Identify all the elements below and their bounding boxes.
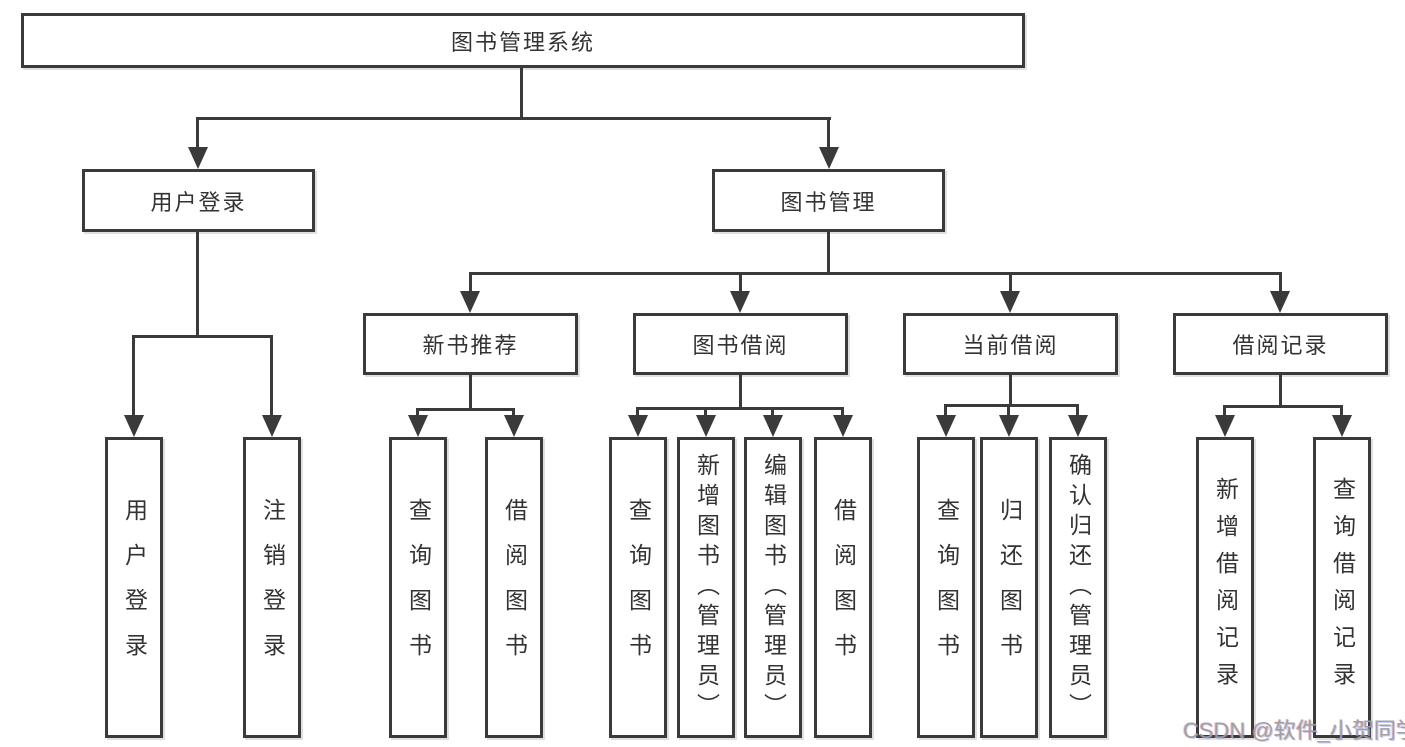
leaf-edit-books-admin: 编辑图书（管理员） (744, 437, 802, 738)
arrow-down-icon (1270, 291, 1290, 313)
connector-login-drop-1 (132, 335, 135, 417)
connector-current-stem (1009, 375, 1012, 404)
arrow-down-icon (1000, 291, 1020, 313)
arrow-down-icon (833, 415, 853, 437)
connector-records-drop-2 (1340, 405, 1343, 417)
connector-mgmt-drop-1 (469, 272, 472, 293)
arrow-down-icon (730, 291, 750, 313)
node-root-label: 图书管理系统 (450, 29, 595, 55)
arrow-down-icon (124, 415, 144, 437)
leaf-logout: 注销登录 (243, 437, 301, 738)
leaf-query-books-recommend-label: 查询图书 (405, 497, 432, 678)
arrow-down-icon (504, 415, 524, 437)
leaf-logout-label: 注销登录 (259, 497, 286, 678)
connector-borrow-stem (739, 375, 742, 407)
node-book-management-label: 图书管理 (780, 189, 877, 215)
leaf-return-books: 归还图书 (980, 437, 1038, 738)
connector-borrow-drop-1 (636, 407, 639, 417)
arrow-down-icon (763, 415, 783, 437)
connector-borrow-drop-3 (771, 407, 774, 417)
connector-root-drop-right (827, 117, 830, 150)
arrow-down-icon (696, 415, 716, 437)
arrow-down-icon (188, 147, 208, 169)
leaf-query-books-borrow-label: 查询图书 (625, 497, 652, 678)
connector-records-drop-1 (1223, 405, 1226, 417)
node-current-borrow-label: 当前借阅 (962, 333, 1059, 358)
leaf-user-login-label: 用户登录 (121, 497, 148, 678)
leaf-user-login: 用户登录 (105, 437, 163, 738)
leaf-query-books-current-label: 查询图书 (933, 497, 960, 678)
connector-current-drop-2 (1007, 404, 1010, 417)
leaf-confirm-return-admin-label: 确认归还（管理员） (1065, 452, 1092, 723)
connector-mgmt-drop-2 (739, 272, 742, 293)
connector-root-stem (520, 68, 523, 117)
connector-login-bar (134, 335, 272, 338)
leaf-add-books-admin-label: 新增图书（管理员） (693, 452, 720, 723)
connector-current-drop-1 (944, 404, 947, 417)
node-user-login: 用户登录 (82, 169, 315, 232)
arrow-down-icon (628, 415, 648, 437)
connector-current-drop-3 (1076, 404, 1079, 417)
leaf-add-books-admin: 新增图书（管理员） (677, 437, 735, 738)
connector-login-stem (196, 232, 199, 335)
leaf-borrow-books: 借阅图书 (814, 437, 872, 738)
arrow-down-icon (408, 415, 428, 437)
connector-recommend-drop-2 (512, 408, 515, 417)
leaf-borrow-books-recommend: 借阅图书 (485, 437, 543, 738)
connector-login-drop-2 (270, 335, 273, 417)
leaf-add-borrow-record: 新增借阅记录 (1196, 437, 1254, 738)
node-book-borrow: 图书借阅 (633, 313, 848, 375)
arrow-down-icon (1332, 415, 1352, 437)
connector-borrow-drop-2 (704, 407, 707, 417)
arrow-down-icon (819, 147, 839, 169)
connector-mgmt-drop-4 (1279, 272, 1282, 293)
node-borrow-records-label: 借阅记录 (1232, 333, 1329, 358)
connector-records-stem (1279, 375, 1282, 405)
connector-borrow-drop-4 (841, 407, 844, 417)
leaf-query-books-borrow: 查询图书 (609, 437, 667, 738)
connector-mgmt-drop-3 (1009, 272, 1012, 293)
leaf-borrow-books-label: 借阅图书 (830, 497, 857, 678)
connector-borrow-bar (638, 407, 843, 410)
leaf-query-borrow-record: 查询借阅记录 (1313, 437, 1371, 738)
node-borrow-records: 借阅记录 (1173, 313, 1388, 375)
leaf-query-borrow-record-label: 查询借阅记录 (1329, 476, 1356, 699)
arrow-down-icon (1068, 415, 1088, 437)
leaf-borrow-books-recommend-label: 借阅图书 (501, 497, 528, 678)
leaf-confirm-return-admin: 确认归还（管理员） (1049, 437, 1107, 738)
leaf-edit-books-admin-label: 编辑图书（管理员） (760, 452, 787, 723)
node-user-login-label: 用户登录 (150, 189, 247, 215)
connector-current-bar (946, 404, 1078, 407)
connector-root-bar (198, 117, 831, 120)
leaf-query-books-current: 查询图书 (917, 437, 975, 738)
arrow-down-icon (460, 291, 480, 313)
node-current-borrow: 当前借阅 (903, 313, 1118, 375)
connector-root-drop-left (196, 117, 199, 150)
connector-recommend-bar (418, 408, 514, 411)
connector-mgmt-bar (470, 272, 1281, 275)
node-new-book-recommend: 新书推荐 (363, 313, 578, 375)
leaf-return-books-label: 归还图书 (996, 497, 1023, 678)
arrow-down-icon (262, 415, 282, 437)
arrow-down-icon (1215, 415, 1235, 437)
node-root: 图书管理系统 (21, 13, 1025, 68)
connector-recommend-stem (469, 375, 472, 408)
node-book-borrow-label: 图书借阅 (692, 333, 789, 358)
node-book-management: 图书管理 (712, 169, 945, 232)
leaf-query-books-recommend: 查询图书 (389, 437, 447, 738)
arrow-down-icon (999, 415, 1019, 437)
connector-recommend-drop-1 (416, 408, 419, 417)
node-new-book-recommend-label: 新书推荐 (422, 333, 519, 358)
leaf-add-borrow-record-label: 新增借阅记录 (1212, 476, 1239, 699)
arrow-down-icon (936, 415, 956, 437)
connector-mgmt-stem (827, 232, 830, 272)
connector-records-bar (1225, 405, 1342, 408)
